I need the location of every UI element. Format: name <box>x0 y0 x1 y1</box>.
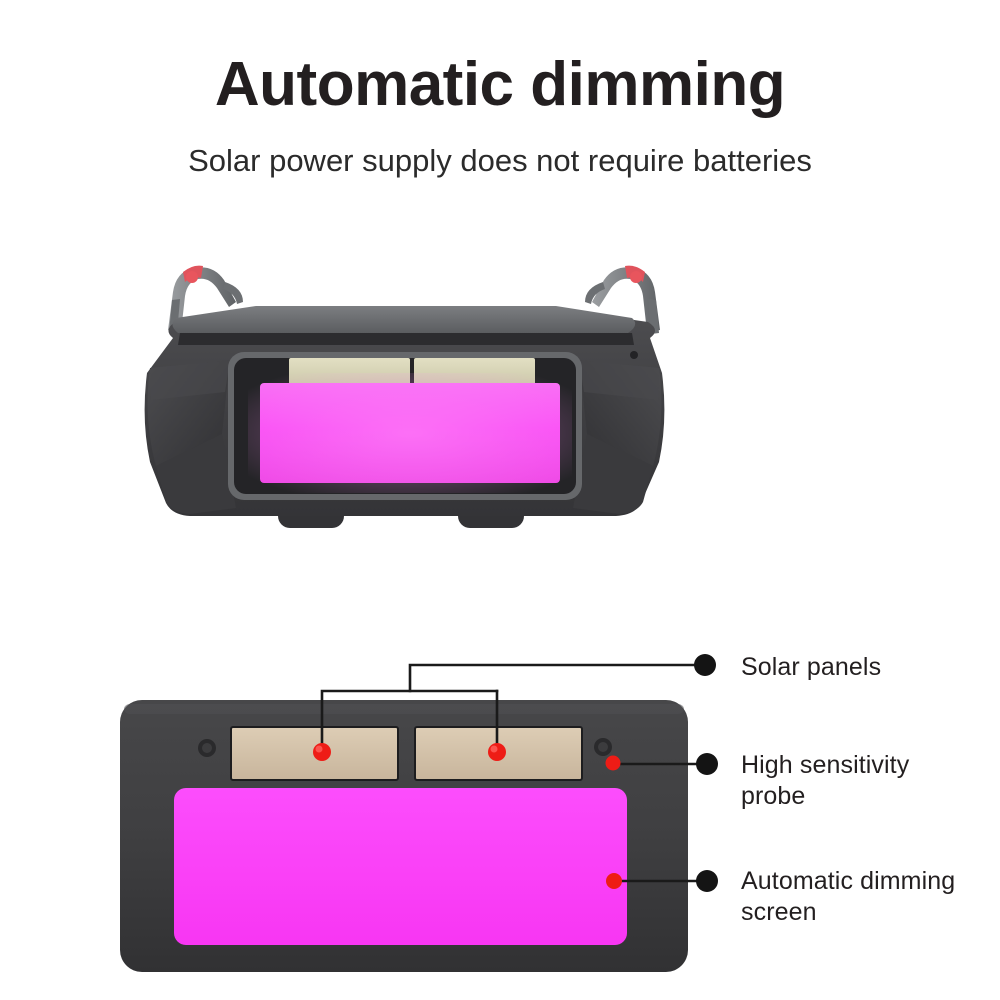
vent-hole-icon <box>630 351 638 359</box>
page-title: Automatic dimming <box>214 50 786 119</box>
marker-solar-panel-right <box>488 743 506 761</box>
callout-label-automatic-dimming-screen: Automatic dimming screen <box>741 867 956 926</box>
dimming-lens-top <box>248 373 572 493</box>
callout-dot-solar-panels <box>694 654 716 676</box>
callout-dot-screen <box>696 870 718 892</box>
marker-solar-panel-left <box>313 743 331 761</box>
callout-label-solar-panels: Solar panels <box>741 653 882 681</box>
page-subtitle: Solar power supply does not require batt… <box>188 143 812 178</box>
sensor-hole-left <box>198 739 216 757</box>
callout-line-solar-panels <box>320 663 702 754</box>
callout-label-high-sensitivity-probe: High sensitivity probe <box>741 751 910 810</box>
marker-probe <box>605 755 621 771</box>
sensor-hole-right <box>594 738 612 756</box>
marker-screen <box>606 873 622 889</box>
dimming-screen <box>174 788 627 945</box>
callout-dot-probe <box>696 753 718 775</box>
